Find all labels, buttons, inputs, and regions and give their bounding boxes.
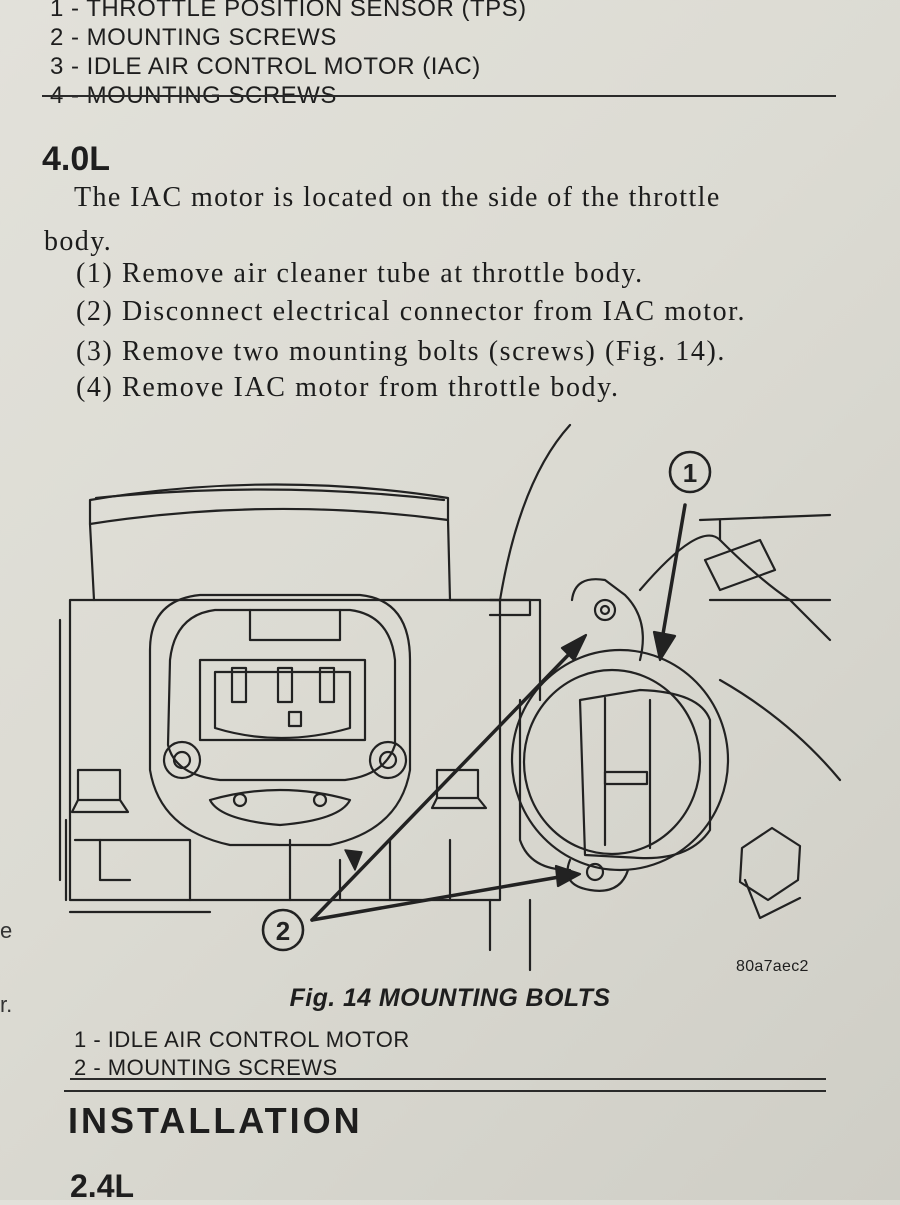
step-2: (2) Disconnect electrical connector from… (76, 296, 747, 327)
legend-item: 2 - MOUNTING SCREWS (50, 24, 337, 51)
figure-caption: Fig. 14 MOUNTING BOLTS (289, 984, 611, 1012)
margin-text-fragment: e (0, 918, 13, 943)
section-heading: 4.0L (42, 140, 111, 178)
intro-text-line-2: body. (44, 226, 113, 257)
tps-sensor (148, 593, 412, 847)
iac-motor (510, 578, 730, 892)
figure-code: 80a7aec2 (736, 958, 809, 975)
installation-heading: INSTALLATION (68, 1100, 363, 1141)
throttle-body-housing (58, 598, 542, 914)
legend-item: 3 - IDLE AIR CONTROL MOTOR (IAC) (50, 53, 481, 80)
divider-rule (64, 1090, 826, 1092)
margin-text-fragment: r. (0, 992, 13, 1017)
installation-subheading: 2.4L (70, 1168, 135, 1204)
divider-rule (42, 95, 836, 97)
step-4: (4) Remove IAC motor from throttle body. (76, 372, 620, 403)
legend-item: 1 - THROTTLE POSITION SENSOR (TPS) (50, 0, 527, 22)
callout-2 (261, 633, 588, 952)
throttle-body-illustration: 1 2 (58, 423, 842, 972)
callout-1-number: 1 (683, 458, 697, 488)
legend-item: 1 - IDLE AIR CONTROL MOTOR (74, 1027, 410, 1052)
figure-legend: 1 - IDLE AIR CONTROL MOTOR 2 - MOUNTING … (74, 1026, 410, 1082)
divider-rule (70, 1078, 826, 1080)
callout-1 (652, 450, 712, 662)
legend-item: 2 - MOUNTING SCREWS (74, 1055, 338, 1080)
callout-2-number: 2 (276, 916, 290, 946)
step-3: (3) Remove two mounting bolts (screws) (… (76, 336, 726, 367)
intro-text-line-1: The IAC motor is located on the side of … (74, 182, 721, 213)
throttle-bore (88, 483, 452, 602)
step-1: (1) Remove air cleaner tube at throttle … (76, 258, 644, 289)
previous-figure-legend: 1 - THROTTLE POSITION SENSOR (TPS) 2 - M… (50, 0, 840, 110)
hoses-and-lines (488, 423, 842, 972)
